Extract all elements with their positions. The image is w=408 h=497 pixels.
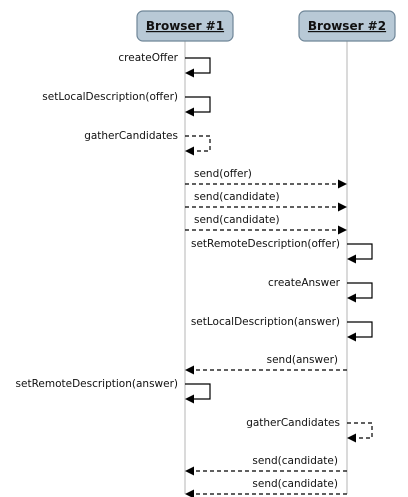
message-line xyxy=(347,243,373,260)
message-label: send(candidate) xyxy=(194,191,280,203)
message-13: send(candidate) xyxy=(185,455,347,476)
arrow-head xyxy=(185,394,194,404)
message-2: setLocalDescription(offer) xyxy=(42,91,211,117)
message-11: setRemoteDescription(answer) xyxy=(16,378,211,404)
message-label: createOffer xyxy=(118,52,178,64)
actor-browser-1: Browser #1 xyxy=(136,10,234,42)
actor-label-browser-1: Browser #1 xyxy=(146,19,224,33)
message-label: gatherCandidates xyxy=(246,417,340,429)
message-line xyxy=(347,282,373,299)
arrow-head xyxy=(347,433,356,443)
message-line xyxy=(347,422,373,439)
message-label: send(candidate) xyxy=(252,478,338,490)
message-label: createAnswer xyxy=(268,277,341,289)
message-line xyxy=(185,96,211,113)
arrow-head xyxy=(185,146,194,156)
actor-label-browser-2: Browser #2 xyxy=(308,19,386,33)
message-4: send(offer) xyxy=(185,168,347,189)
message-1: createOffer xyxy=(118,52,211,78)
arrow-head xyxy=(338,179,347,189)
arrow-head xyxy=(185,489,194,497)
arrow-head xyxy=(185,107,194,117)
actor-box-browser-2 xyxy=(298,10,396,42)
message-12: gatherCandidates xyxy=(246,417,373,443)
message-3: gatherCandidates xyxy=(84,130,211,156)
message-5: send(candidate) xyxy=(185,191,347,212)
messages: createOffer setLocalDescription(offer) gat… xyxy=(16,52,373,497)
message-6: send(candidate) xyxy=(185,214,347,235)
message-label: send(offer) xyxy=(194,168,252,180)
message-label: setLocalDescription(answer) xyxy=(191,316,340,328)
arrow-head xyxy=(347,293,356,303)
message-label: send(answer) xyxy=(267,354,338,366)
message-label: gatherCandidates xyxy=(84,130,178,142)
message-line xyxy=(185,135,211,152)
arrow-head xyxy=(185,365,194,375)
message-label: setLocalDescription(offer) xyxy=(42,91,178,103)
arrow-head xyxy=(347,332,356,342)
message-10: send(answer) xyxy=(185,354,347,375)
message-7: setRemoteDescription(offer) xyxy=(191,238,373,264)
arrow-head xyxy=(338,202,347,212)
actor-browser-2: Browser #2 xyxy=(298,10,396,42)
arrow-head xyxy=(185,466,194,476)
message-8: createAnswer xyxy=(268,277,373,303)
message-line xyxy=(185,57,211,74)
message-9: setLocalDescription(answer) xyxy=(191,316,373,342)
arrow-head xyxy=(338,225,347,235)
message-line xyxy=(185,383,211,400)
arrow-head xyxy=(347,254,356,264)
message-label: send(candidate) xyxy=(194,214,280,226)
message-line xyxy=(347,321,373,338)
arrow-head xyxy=(185,68,194,78)
message-label: send(candidate) xyxy=(252,455,338,467)
message-label: setRemoteDescription(offer) xyxy=(191,238,340,250)
message-label: setRemoteDescription(answer) xyxy=(16,378,178,390)
message-14: send(candidate) xyxy=(185,478,347,497)
actor-box-browser-1 xyxy=(136,10,234,42)
